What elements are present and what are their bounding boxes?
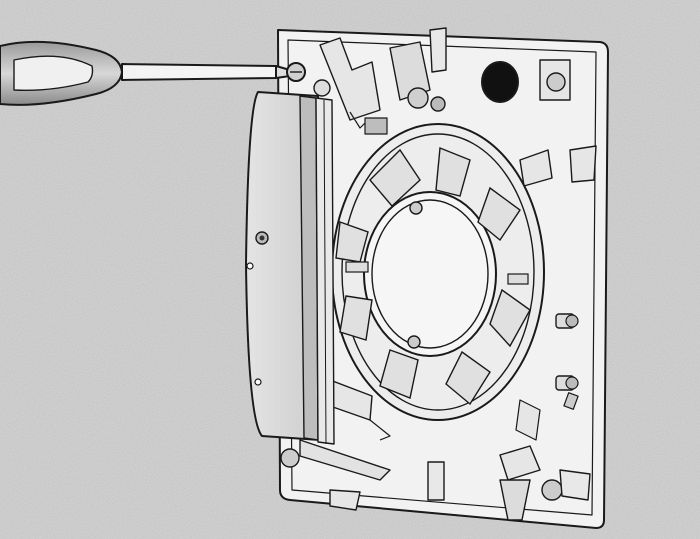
hinged-cover-icon [245,79,335,445]
screwdriver-icon [0,40,306,106]
screw-icon [555,375,579,391]
cable-hole-icon [481,61,519,103]
impeller-vanes-icon [331,123,545,421]
screw-icon [555,313,579,329]
